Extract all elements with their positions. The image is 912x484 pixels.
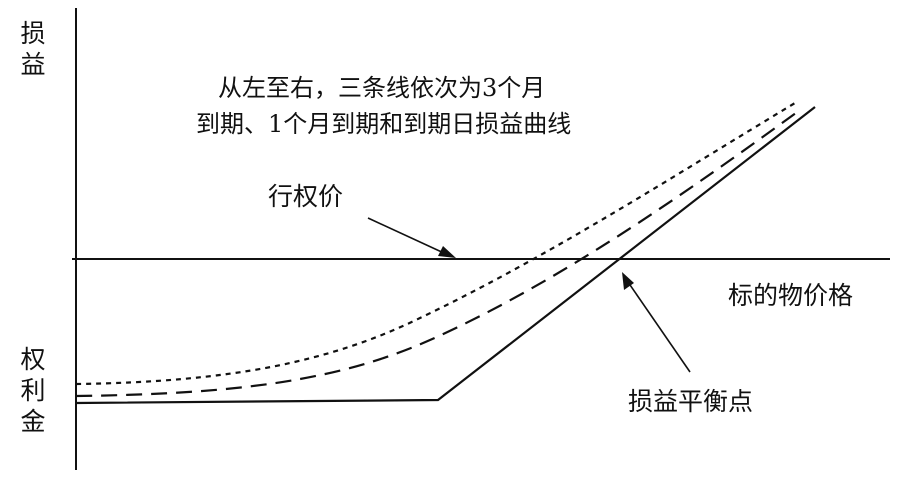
three-month-curve bbox=[75, 102, 796, 386]
curve-note-line-1: 从左至右，三条线依次为3个月 bbox=[218, 74, 546, 102]
x-axis-label-underlying-price: 标的物价格 bbox=[728, 281, 854, 310]
breakeven-label: 损益平衡点 bbox=[628, 387, 754, 416]
breakeven-arrowhead bbox=[622, 272, 634, 290]
curve-note-line-2: 到期、1个月到期和到期日损益曲线 bbox=[196, 110, 572, 138]
strike-price-label: 行权价 bbox=[268, 182, 344, 211]
strike-arrow bbox=[367, 217, 447, 255]
y-axis-label-profit-loss: 损益 bbox=[20, 19, 46, 79]
breakeven-arrow bbox=[627, 281, 691, 373]
one-month-curve bbox=[75, 109, 801, 398]
y-axis-label-premium: 权利金 bbox=[20, 345, 46, 436]
expiry-payoff-curve bbox=[75, 106, 816, 405]
strike-arrowhead bbox=[438, 246, 456, 258]
